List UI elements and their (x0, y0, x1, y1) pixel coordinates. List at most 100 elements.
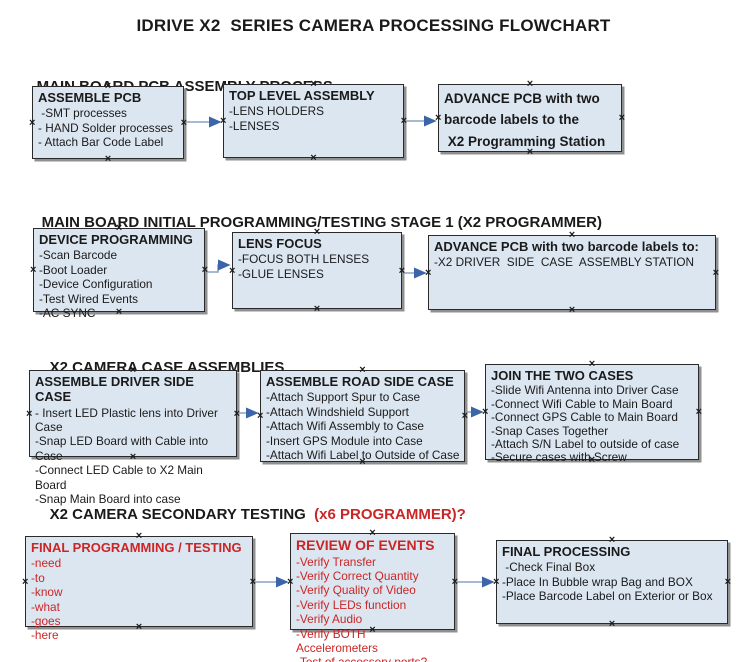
section-header-secondary-testing: X2 CAMERA SECONDARY TESTING (x6 PROGRAMM… (33, 489, 466, 540)
box-item-text: -Slide Wifi Antenna into Driver Case (491, 383, 679, 398)
connector-handle-icon: × (313, 303, 321, 315)
box-item-text: -Place Barcode Label on Exterior or Box (502, 589, 713, 604)
box-item-text: -Boot Loader (39, 262, 108, 277)
connector-handle-icon: × (359, 364, 366, 376)
section-header-initial-programming: MAIN BOARD INITIAL PROGRAMMING/TESTING S… (25, 197, 602, 248)
box-title: DEVICE PROGRAMMING (39, 232, 193, 247)
box-item-text: -know (31, 585, 63, 600)
box-item-text: -GLUE LENSES (238, 266, 324, 281)
box-items: -LENS HOLDERS-LENSES (229, 104, 399, 133)
box-item-text: -Test of accessory ports? (296, 655, 450, 662)
box-item-text: -Verify Audio (296, 612, 363, 627)
flow-box-advance-pcb-case-assembly: ADVANCE PCB with two barcode labels to: … (425, 230, 719, 316)
box-item-text: -Check Final Box (502, 560, 596, 575)
connector-handle-icon: × (526, 78, 534, 90)
box-items: - Insert LED Plastic lens into Driver Ca… (35, 406, 232, 507)
flowchart-title: IDRIVE X2 SERIES CAMERA PROCESSING FLOWC… (136, 16, 611, 35)
flow-box-assemble-road-side-case: ASSEMBLE ROAD SIDE CASE -Attach Support … (257, 365, 468, 468)
box-item-text: -Attach Support Spur to Case (266, 390, 421, 405)
section-header-text: X2 CAMERA SECONDARY TESTING (49, 506, 310, 523)
box-items: -Verify Transfer-Verify Correct Quantity… (296, 555, 450, 662)
box-item-text: - Attach Bar Code Label (38, 135, 164, 150)
box-item-text: -Scan Barcode (39, 248, 118, 263)
box-item-text: -here (31, 628, 59, 643)
box-items: -Check Final Box-Place In Bubble wrap Ba… (502, 560, 723, 603)
box-item-text: -Snap Cases Together (491, 423, 609, 438)
box-item-text: -Place In Bubble wrap Bag and BOX (502, 574, 693, 589)
box-item-text: -Device Configuration (39, 277, 153, 292)
box-item-text: -to (31, 570, 45, 585)
connector-handle-icon: × (229, 264, 236, 277)
connector-handle-icon: × (26, 407, 33, 420)
connector-handle-icon: × (493, 576, 500, 588)
box-items: -Scan Barcode-Boot Loader-Device Configu… (39, 248, 200, 320)
connector-handle-icon: × (30, 264, 37, 276)
box-item-text: - HAND Solder processes (38, 120, 174, 135)
box-title: ADVANCE PCB with two barcode labels to t… (444, 91, 606, 149)
box-title: ASSEMBLE PCB (38, 90, 142, 105)
connector-handle-icon: × (618, 112, 625, 124)
connector-handle-icon: × (287, 575, 294, 588)
box-item-text: -SMT processes (38, 106, 127, 121)
connector-handle-icon: × (220, 115, 227, 127)
box-item-text: -Attach S/N Label to outside of case (491, 436, 680, 451)
connector-handle-icon: × (201, 264, 208, 276)
box-item-text: -Snap LED Board with Cable into Case (35, 434, 212, 463)
connector-handle-icon: × (249, 575, 256, 588)
flow-box-final-processing: FINAL PROCESSING -Check Final Box-Place … (493, 535, 731, 630)
flow-box-assemble-driver-side-case: ASSEMBLE DRIVER SIDE CASE - Insert LED P… (26, 365, 240, 507)
box-item-text: -LENS HOLDERS (229, 104, 325, 119)
box-title: JOIN THE TWO CASES (491, 368, 634, 383)
box-item-text: -Attach Wifi Assembly to Case (266, 419, 424, 434)
connector-handle-icon: × (400, 115, 407, 127)
flow-box-advance-pcb-programming-station: ADVANCE PCB with two barcode labels to t… (435, 79, 625, 158)
flow-box-top-level-assembly: TOP LEVEL ASSEMBLY -LENS HOLDERS-LENSES … (220, 79, 407, 164)
box-item-text: -FOCUS BOTH LENSES (238, 252, 370, 267)
connector-handle-icon: × (398, 264, 405, 277)
box-item-text: -Verify Quality of Video (296, 583, 416, 598)
section-header-text: MAIN BOARD INITIAL PROGRAMMING/TESTING S… (41, 214, 602, 231)
flow-box-lens-focus: LENS FOCUS -FOCUS BOTH LENSES-GLUE LENSE… (229, 227, 405, 315)
box-title: TOP LEVEL ASSEMBLY (229, 88, 375, 103)
box-item-text: -X2 DRIVER SIDE CASE ASSEMBLY STATION (434, 255, 695, 270)
box-item-text: -Connect GPS Cable to Main Board (491, 410, 678, 425)
connector-handle-icon: × (482, 406, 489, 418)
connector-handle-icon: × (608, 618, 616, 630)
connector-handle-icon: × (104, 153, 112, 165)
box-item-text: -Verify BOTH Accelerometers (296, 626, 378, 655)
box-item-text: -goes (31, 613, 61, 628)
connector-handle-icon: × (568, 304, 576, 316)
box-title: FINAL PROCESSING (502, 544, 631, 559)
connector-handle-icon: × (712, 266, 719, 279)
connector-handle-icon: × (310, 152, 317, 164)
connector-handle-icon: × (22, 575, 29, 588)
box-item-text: -need (31, 556, 62, 571)
box-item-text: -Connect LED Cable to X2 Main Board (35, 463, 207, 492)
box-items: -SMT processes- HAND Solder processes- A… (38, 106, 179, 149)
box-item-text: -Attach Wifi Label to Outside of Case (266, 447, 460, 462)
box-items: -need-to-know-what-goes-here (31, 556, 248, 642)
box-title: ASSEMBLE DRIVER SIDE CASE (35, 374, 198, 405)
box-title: ADVANCE PCB with two barcode labels to: (434, 239, 699, 254)
box-title: ASSEMBLE ROAD SIDE CASE (266, 374, 454, 389)
connector-handle-icon: × (695, 406, 702, 418)
box-item-text: -LENSES (229, 118, 280, 133)
box-item-text: - Insert LED Plastic lens into Driver Ca… (35, 405, 222, 435)
box-title: FINAL PROGRAMMING / TESTING (31, 540, 242, 555)
flow-box-device-programming: DEVICE PROGRAMMING -Scan Barcode-Boot Lo… (30, 223, 208, 320)
section-header-red-text: (x6 PROGRAMMER)? (309, 506, 466, 523)
connector-handle-icon: × (608, 534, 616, 546)
flow-arrow-elbow (206, 259, 231, 273)
flow-box-assemble-pcb: ASSEMBLE PCB -SMT processes- HAND Solder… (29, 81, 187, 165)
box-items: -Slide Wifi Antenna into Driver Case -Con… (491, 383, 694, 464)
box-title: REVIEW OF EVENTS (296, 537, 435, 553)
box-item-text: -Test Wired Events (39, 291, 138, 306)
box-item-text: -Verify Transfer (296, 554, 376, 569)
box-items: -X2 DRIVER SIDE CASE ASSEMBLY STATION (434, 255, 711, 269)
box-items: -FOCUS BOTH LENSES-GLUE LENSES (238, 252, 397, 281)
connector-handle-icon: × (724, 576, 731, 588)
connector-handle-icon: × (588, 358, 596, 370)
connector-handle-icon: × (257, 410, 264, 422)
box-item-text: -Snap Main Board into case (35, 492, 181, 507)
